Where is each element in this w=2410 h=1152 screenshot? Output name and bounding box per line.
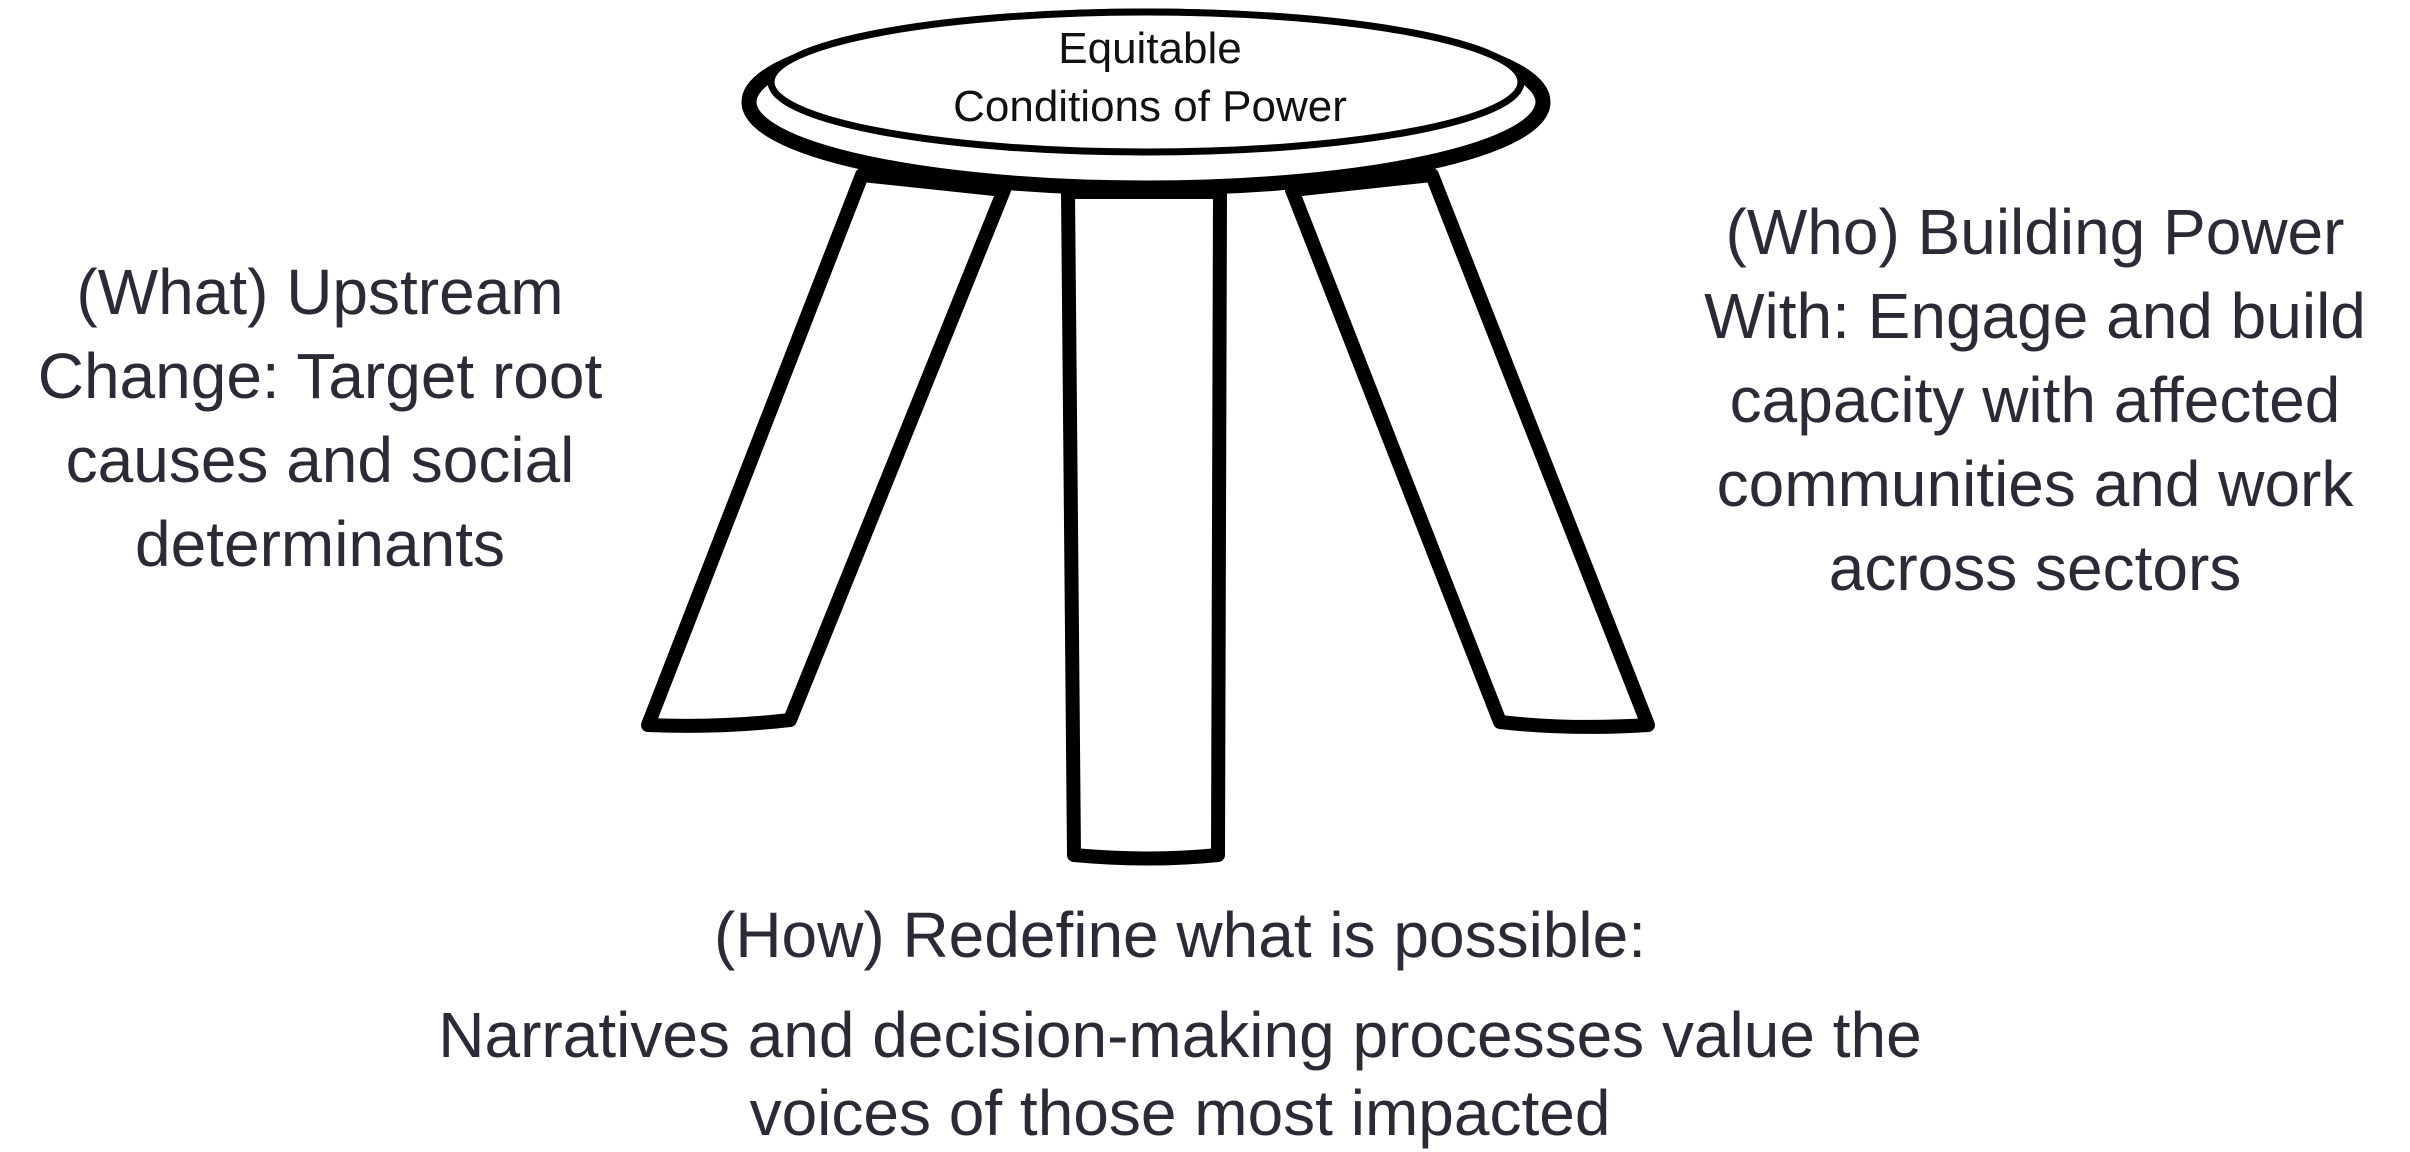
who-leg-label: (Who) Building Power With: Engage and bu… [1660,190,2410,610]
what-label-line-4: determinants [135,508,505,580]
stool-leg-center [1061,185,1227,866]
what-label-line-3: causes and social [65,424,575,496]
who-label-line-4: communities and work [1716,448,2354,520]
how-leg-description: Narratives and decision-making processes… [260,996,2100,1152]
who-label-line-5: across sectors [1828,532,2242,604]
stool-seat-top [767,8,1525,156]
who-label-line-2: With: Engage and build [1704,280,2366,352]
seat-label-line-1: Equitable [1058,24,1242,73]
what-label-line-1: (What) Upstream [76,256,564,328]
seat-label-line-2: Conditions of Power [953,82,1347,131]
how-detail-line-1: Narratives and decision-making processes… [438,999,1922,1071]
what-leg-label: (What) Upstream Change: Target root caus… [0,250,640,586]
seat-label: Equitable Conditions of Power [880,20,1420,136]
how-detail-line-2: voices of those most impacted [749,1077,1611,1149]
who-label-line-1: (Who) Building Power [1725,196,2345,268]
stool-leg-left [641,168,1011,733]
how-leg-title: (How) Redefine what is possible: [714,899,1646,971]
who-label-line-3: capacity with affected [1729,364,2341,436]
stool-leg-right [1285,168,1655,734]
what-label-line-2: Change: Target root [37,340,603,412]
